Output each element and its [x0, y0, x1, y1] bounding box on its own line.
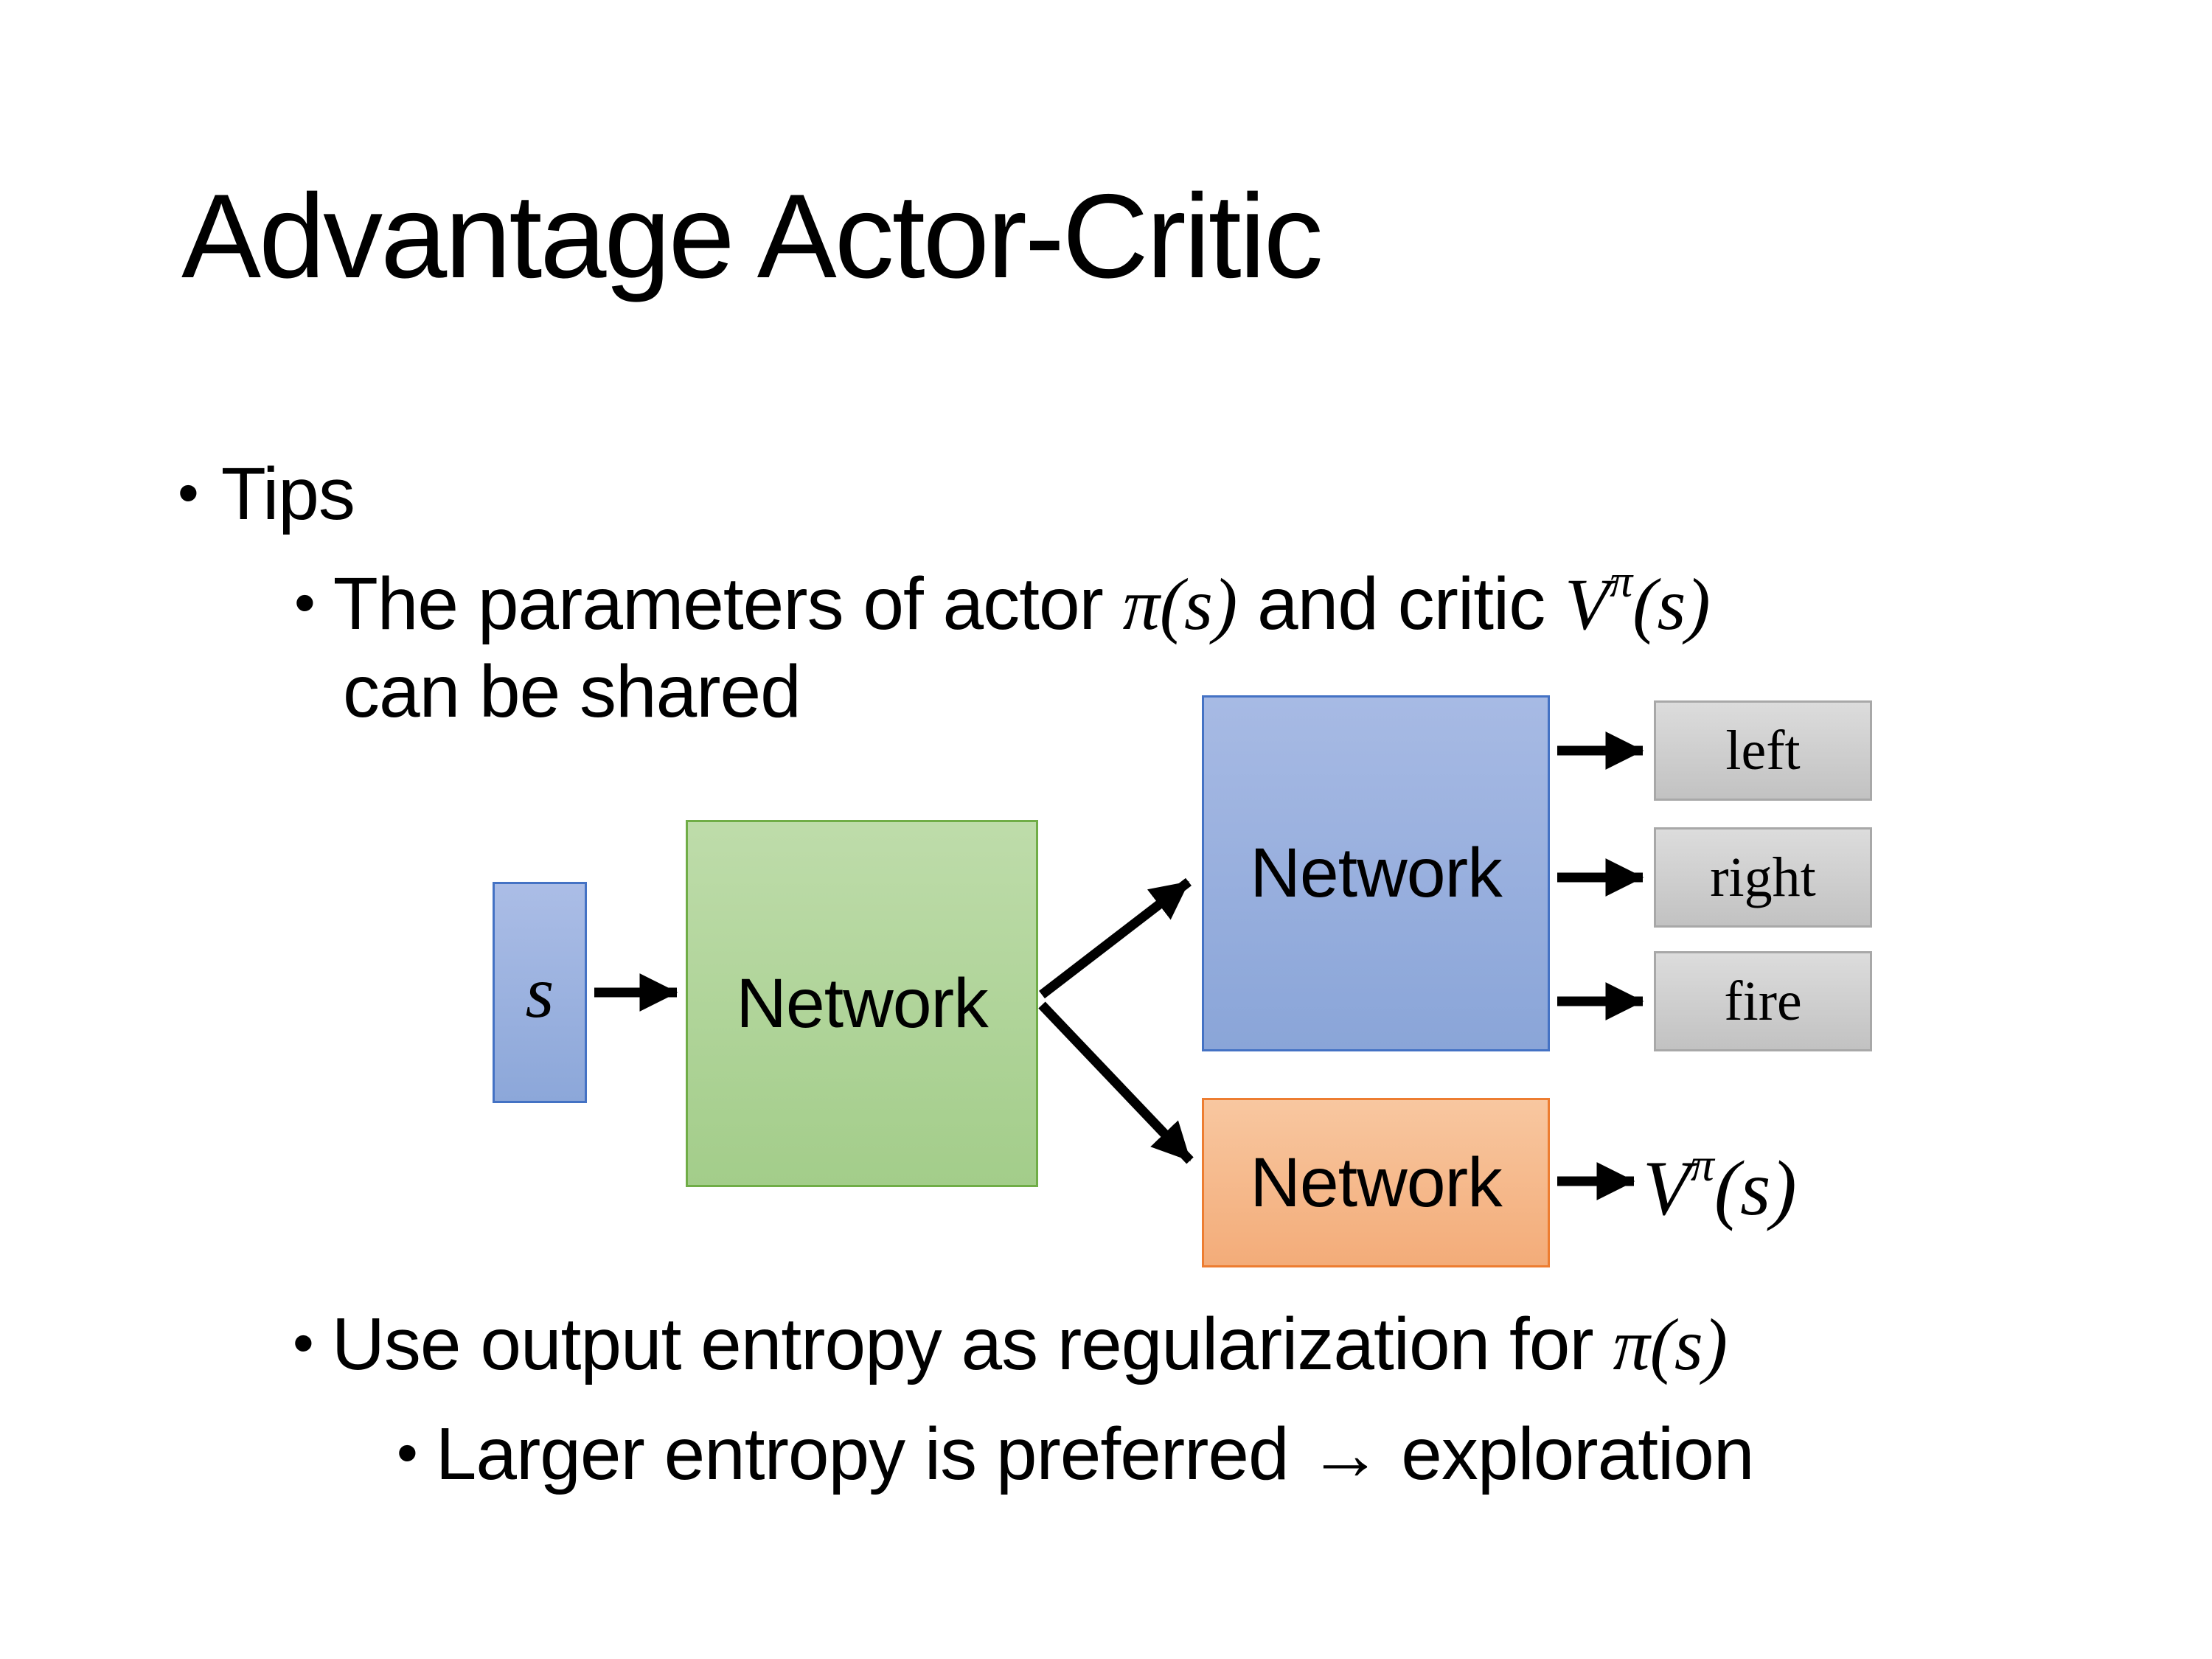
- critic-value-base: V: [1564, 563, 1610, 645]
- critic-value-sup: π: [1610, 557, 1633, 607]
- can-be-shared-label: can be shared: [343, 650, 801, 733]
- action-box-left: left: [1654, 700, 1872, 801]
- action-left-label: left: [1725, 720, 1801, 782]
- critic-value-tail: (s): [1632, 563, 1711, 645]
- tips-label: Tips: [220, 453, 355, 535]
- critic-network-label: Network: [1250, 1143, 1502, 1222]
- state-input-box: s: [493, 882, 587, 1103]
- value-sup: π: [1690, 1138, 1714, 1191]
- entropy-math: π(s): [1613, 1304, 1728, 1385]
- action-right-label: right: [1710, 846, 1816, 908]
- shared-network-box: Network: [686, 820, 1038, 1187]
- value-tail: (s): [1714, 1145, 1797, 1231]
- bullet-entropy: •Use output entropy as regularization fo…: [293, 1307, 1728, 1382]
- bullet-dot: •: [397, 1419, 418, 1486]
- bullet-exploration: •Larger entropy is preferred → explorati…: [397, 1417, 1754, 1491]
- bullet-shared-params: •The parameters of actor π(s) and critic…: [294, 559, 1711, 641]
- bullet-dot: •: [178, 459, 199, 526]
- exploration-label: Larger entropy is preferred → exploratio…: [435, 1413, 1755, 1495]
- shared-params-mid: and critic: [1237, 563, 1565, 645]
- entropy-pre: Use output entropy as regularization for: [331, 1303, 1613, 1385]
- actor-network-box: Network: [1202, 695, 1550, 1051]
- arrow-shared-to-actor: [1039, 877, 1192, 999]
- action-fire-label: fire: [1724, 970, 1802, 1032]
- shared-network-label: Network: [736, 964, 988, 1043]
- value-base: V: [1643, 1145, 1691, 1231]
- critic-network-box: Network: [1202, 1098, 1550, 1267]
- bullet-dot: •: [293, 1310, 314, 1377]
- action-box-right: right: [1654, 827, 1872, 928]
- slide-title: Advantage Actor-Critic: [181, 170, 1324, 303]
- value-output-label: Vπ(s): [1643, 1141, 1797, 1228]
- shared-params-line2: can be shared: [343, 655, 801, 728]
- shared-params-pre: The parameters of actor: [333, 563, 1123, 645]
- arrow-shared-to-critic: [1038, 1001, 1194, 1164]
- bullet-tips: •Tips: [178, 457, 355, 531]
- actor-network-label: Network: [1250, 834, 1502, 912]
- bullet-dot: •: [294, 569, 316, 636]
- actor-policy-math: π(s): [1122, 563, 1238, 645]
- state-label: s: [525, 951, 554, 1033]
- action-box-fire: fire: [1654, 951, 1872, 1051]
